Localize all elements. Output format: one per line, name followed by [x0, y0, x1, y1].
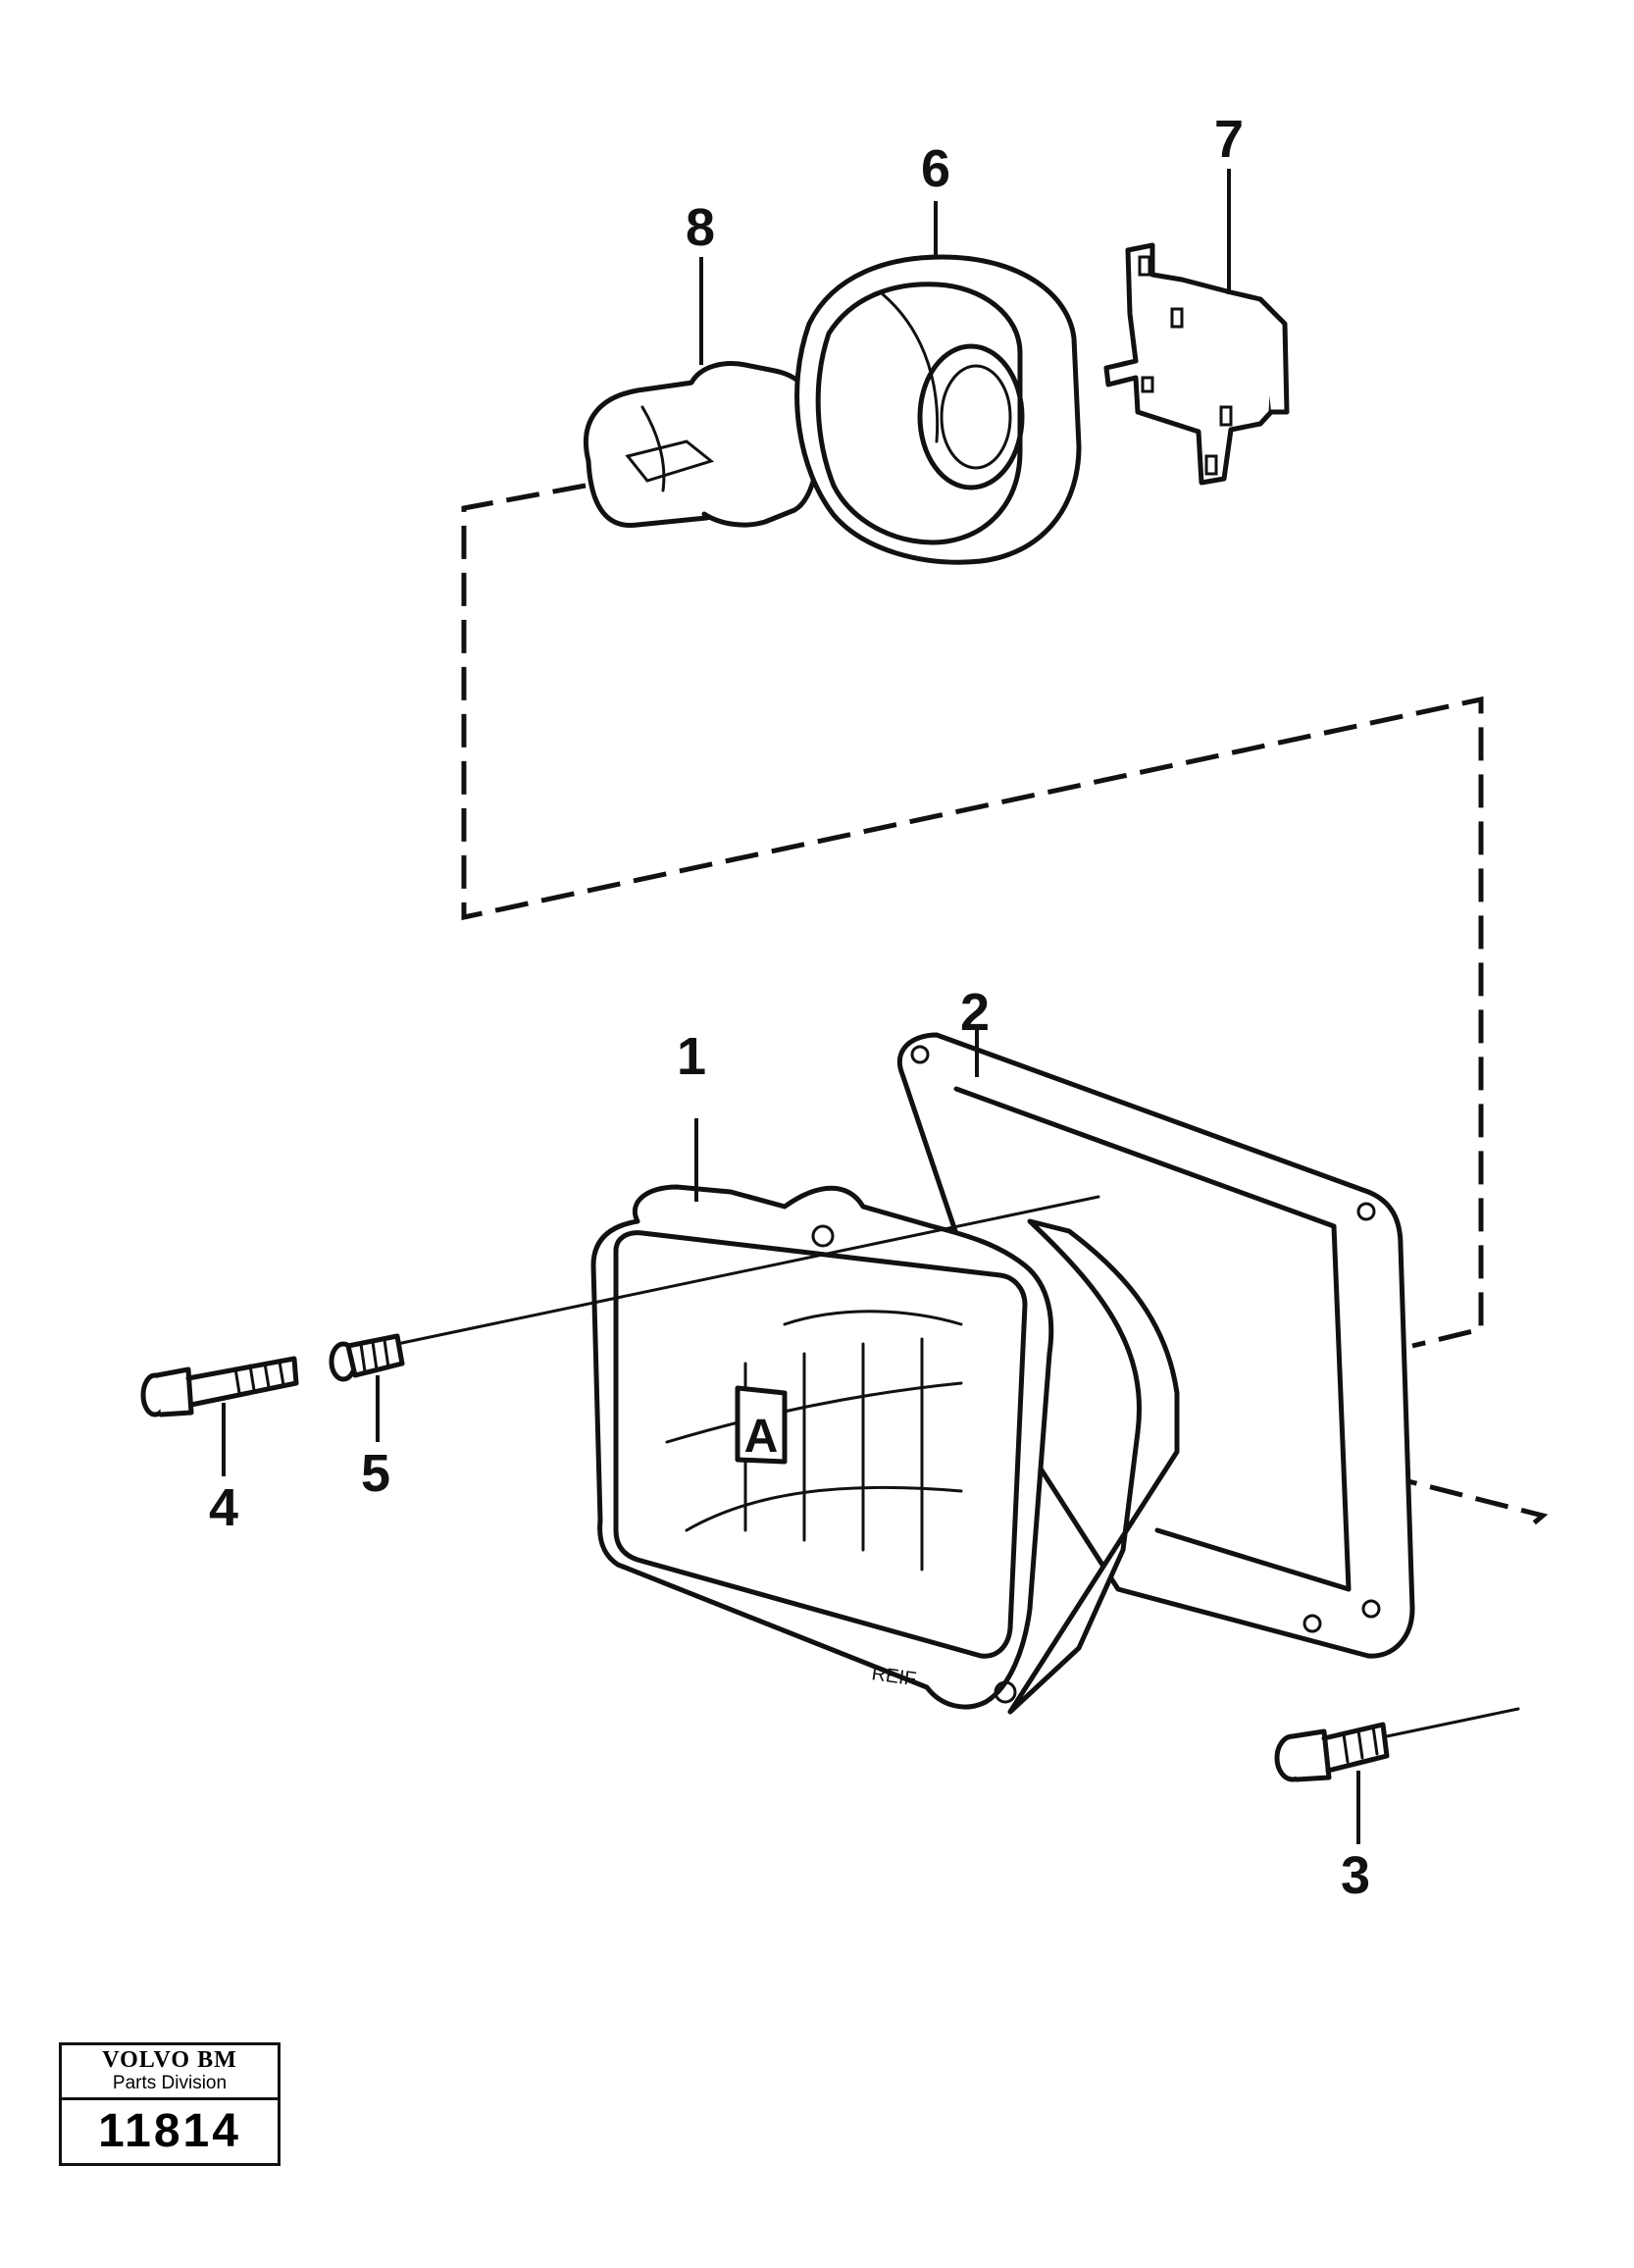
callout-6: 6 — [921, 139, 950, 198]
brand-header: VOLVO BM Parts Division — [62, 2045, 278, 2100]
headlamp-part: A REIF — [590, 1118, 1180, 1715]
brand-stamp: VOLVO BM Parts Division 11814 — [59, 2042, 281, 2166]
bolt-part — [1274, 1707, 1520, 1844]
screw-alignment-line — [395, 1195, 1100, 1346]
connector-part — [1103, 169, 1290, 486]
callout-7: 7 — [1214, 110, 1244, 169]
socket-housing-part — [794, 201, 1082, 565]
callout-4: 4 — [209, 1478, 238, 1537]
drawing-number: 11814 — [98, 2105, 241, 2157]
callout-3: 3 — [1341, 1846, 1370, 1905]
brand-name: VOLVO BM — [102, 2047, 237, 2073]
adjusting-screw-part — [140, 1356, 299, 1476]
spring-part — [329, 1333, 405, 1442]
lens-marking: A — [744, 1411, 779, 1463]
callout-5: 5 — [361, 1444, 390, 1503]
callout-1: 1 — [677, 1027, 706, 1086]
callout-2: 2 — [960, 983, 990, 1042]
brand-division: Parts Division — [112, 2073, 228, 2093]
callout-8: 8 — [686, 198, 715, 257]
